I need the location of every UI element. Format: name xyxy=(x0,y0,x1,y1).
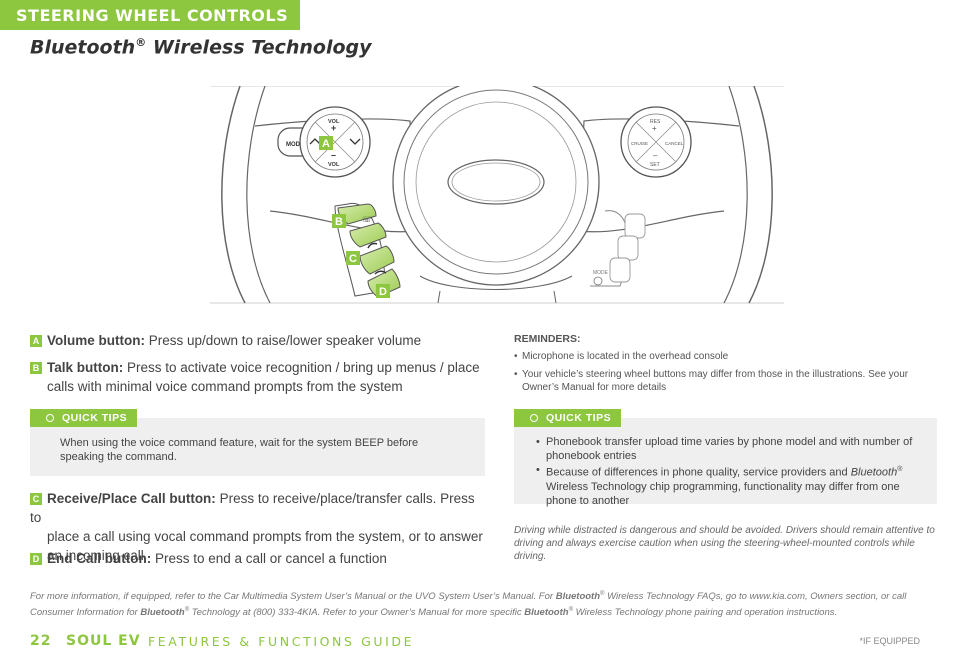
item-text: Press to end a call or cancel a function xyxy=(151,551,387,566)
if-equipped-note: *IF EQUIPPED xyxy=(859,636,920,646)
quick-tip-text: When using the voice command feature, wa… xyxy=(60,437,419,463)
item-text: Press to activate voice recognition / br… xyxy=(123,360,480,375)
bluetooth-buttons: ☏ xyxy=(334,202,401,298)
callout-d: D xyxy=(376,284,390,298)
phone-end-icon xyxy=(374,270,387,275)
vol-up-label: VOL xyxy=(328,119,340,125)
res-label: RES xyxy=(650,119,661,125)
talk-icon: ☏ xyxy=(362,215,372,224)
item-text: Press up/down to raise/lower speaker vol… xyxy=(144,333,422,348)
svg-text:C: C xyxy=(349,253,357,265)
guide-title: FEATURES & FUNCTIONS GUIDE xyxy=(148,634,415,649)
item-text-cont: place a call using vocal command prompts… xyxy=(47,529,483,563)
set-label: SET xyxy=(650,162,660,168)
mode-label-right: MODE xyxy=(593,270,609,276)
svg-text:–: – xyxy=(331,150,336,160)
quick-tips-right: QUICK TIPS Phonebook transfer upload tim… xyxy=(514,409,937,507)
tip-icon xyxy=(46,414,54,422)
item-badge: D xyxy=(30,553,42,565)
chevron-down-icon xyxy=(349,138,361,145)
tip-icon xyxy=(530,414,538,422)
model-name: SOUL EV xyxy=(66,633,141,649)
vol-down-label: VOL xyxy=(328,162,340,168)
reminder-item: Microphone is located in the overhead co… xyxy=(514,350,939,363)
svg-text:–: – xyxy=(653,151,658,160)
cruise-label: CRUISE xyxy=(631,141,648,146)
quick-tip-item: Phonebook transfer upload time varies by… xyxy=(536,435,926,463)
item-talk-button: B Talk button: Press to activate voice re… xyxy=(30,358,485,396)
item-volume-button: A Volume button: Press up/down to raise/l… xyxy=(30,331,485,350)
item-label: End Call button: xyxy=(47,551,152,566)
item-receive-place-call-button: C Receive/Place Call button: Press to rec… xyxy=(30,489,485,565)
item-badge: B xyxy=(30,362,42,374)
item-badge: C xyxy=(30,493,42,505)
cancel-label: CANCEL xyxy=(665,141,684,146)
section-title: STEERING WHEEL CONTROLS xyxy=(16,5,289,25)
section-tab: STEERING WHEEL CONTROLS xyxy=(0,0,300,30)
reminder-item: Your vehicle’s steering wheel buttons ma… xyxy=(514,368,939,394)
item-badge: A xyxy=(30,335,42,347)
item-text-cont: calls with minimal voice command prompts… xyxy=(47,379,403,394)
footer: 22 SOUL EV FEATURES & FUNCTIONS GUIDE *I… xyxy=(30,633,930,653)
quick-tips-header: QUICK TIPS xyxy=(30,409,137,427)
callout-a: A xyxy=(319,136,333,150)
reminders-heading: REMINDERS: xyxy=(514,333,581,345)
quick-tips-header: QUICK TIPS xyxy=(514,409,621,427)
phone-receive-icon xyxy=(367,242,378,249)
left-control-pad: MODE VOL + – VOL xyxy=(277,106,371,178)
svg-text:D: D xyxy=(379,286,387,298)
item-label: Talk button: xyxy=(47,360,124,375)
quick-tips-left: QUICK TIPS When using the voice command … xyxy=(30,409,485,476)
quick-tip-item: Because of differences in phone quality,… xyxy=(536,463,926,508)
svg-text:B: B xyxy=(335,216,343,228)
reminders: REMINDERS: Microphone is located in the … xyxy=(514,333,939,399)
item-text: Press to receive/place/transfer calls. P… xyxy=(30,491,475,525)
svg-text:+: + xyxy=(652,124,657,133)
steering-wheel-illustration: MODE VOL + – VOL RES + CRUISE CANCEL – S… xyxy=(210,86,784,304)
page-number: 22 xyxy=(30,633,52,649)
svg-text:A: A xyxy=(322,138,330,150)
callout-b: B xyxy=(332,214,346,228)
right-lower-buttons: MODE xyxy=(590,210,646,287)
svg-text:+: + xyxy=(331,123,336,133)
item-label: Receive/Place Call button: xyxy=(47,491,216,506)
mode-label-left: MODE xyxy=(286,142,304,148)
item-label: Volume button: xyxy=(47,333,145,348)
more-info: For more information, if equipped, refer… xyxy=(30,591,907,618)
callout-c: C xyxy=(346,251,360,265)
page-title: Bluetooth® Wireless Technology xyxy=(30,36,372,59)
distraction-warning: Driving while distracted is dangerous an… xyxy=(514,525,935,562)
cruise-control-pad: RES + CRUISE CANCEL – SET xyxy=(620,106,692,178)
chevron-up-icon xyxy=(309,138,321,145)
item-end-call-button: D End Call button: Press to end a call or… xyxy=(30,549,485,568)
